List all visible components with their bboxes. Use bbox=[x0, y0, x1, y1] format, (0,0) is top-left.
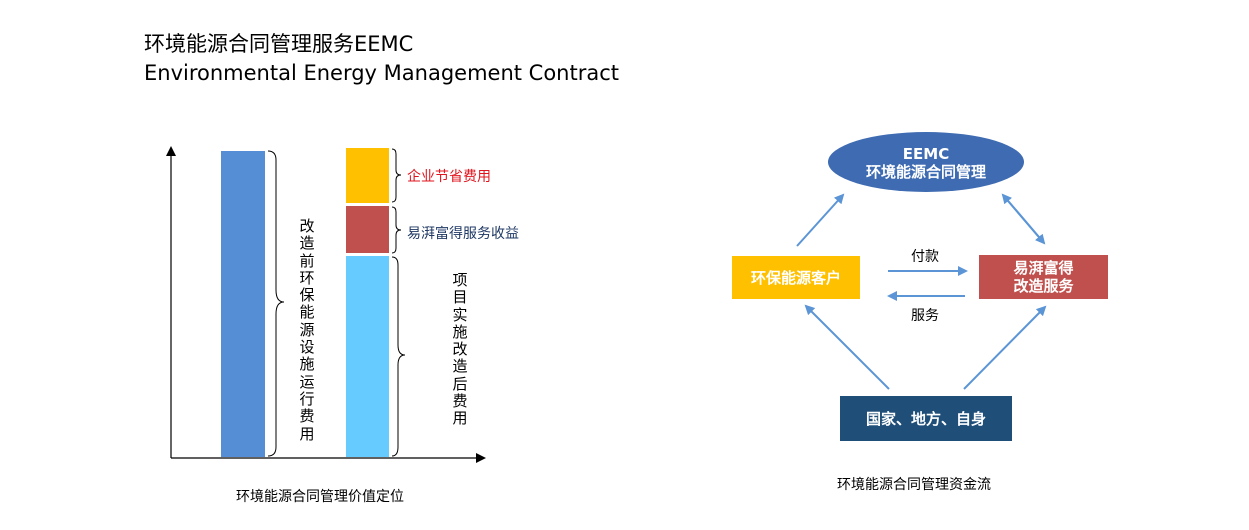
arrow-funders-to-client bbox=[804, 304, 890, 390]
service-income-label: 易湃富得服务收益 bbox=[407, 226, 519, 242]
service-flow-label: 服务 bbox=[911, 308, 939, 324]
after-cost-label: 项目实施改造后费用 bbox=[452, 271, 468, 428]
eemc-node: EEMC 环境能源合同管理 bbox=[828, 143, 1024, 183]
provider-node: 易湃富得 改造服务 bbox=[979, 255, 1108, 299]
provider-node-line2: 改造服务 bbox=[1013, 277, 1074, 295]
service-brace bbox=[391, 206, 402, 254]
funders-node: 国家、地方、自身 bbox=[840, 396, 1012, 441]
client-box bbox=[732, 256, 860, 299]
client-node: 环保能源客户 bbox=[732, 256, 860, 299]
pay-label: 付款 bbox=[911, 249, 939, 265]
before-cost-label: 改造前环保能源设施运行费用 bbox=[299, 217, 315, 443]
fund-flow-caption: 环境能源合同管理资金流 bbox=[837, 477, 991, 493]
before-cost-bar bbox=[221, 151, 265, 457]
provider-box bbox=[979, 255, 1108, 299]
arrow-funders-to-provider bbox=[963, 305, 1047, 390]
value-positioning-caption: 环境能源合同管理价值定位 bbox=[236, 489, 404, 505]
eemc-node-subtitle: 环境能源合同管理 bbox=[865, 163, 986, 181]
eemc-ellipse bbox=[828, 132, 1024, 192]
after-cost-bar bbox=[346, 256, 389, 457]
savings-bar bbox=[346, 148, 389, 203]
savings-brace bbox=[391, 148, 402, 203]
client-node-label: 环保能源客户 bbox=[750, 268, 841, 287]
page-title: 环境能源合同管理服务EEMC bbox=[144, 32, 414, 56]
provider-node-line1: 易湃富得 bbox=[1013, 259, 1074, 277]
eemc-node-title: EEMC bbox=[902, 145, 950, 163]
after-brace bbox=[391, 256, 406, 457]
funders-box bbox=[840, 396, 1012, 441]
funders-node-label: 国家、地方、自身 bbox=[865, 409, 986, 428]
page-subtitle: Environmental Energy Management Contract bbox=[144, 61, 620, 85]
arrow-eemc-provider-b bbox=[1002, 194, 1046, 245]
arrow-client-to-eemc bbox=[796, 193, 845, 247]
service-income-bar bbox=[346, 206, 389, 253]
before-brace bbox=[267, 150, 285, 457]
savings-label: 企业节省费用 bbox=[407, 169, 491, 185]
